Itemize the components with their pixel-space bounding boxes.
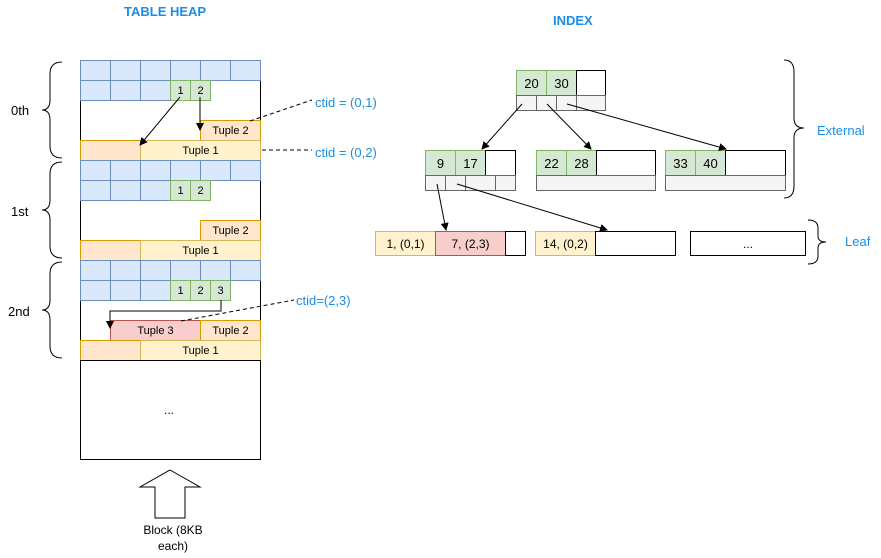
tuple-cell: Tuple 2 bbox=[200, 120, 261, 141]
tree-arrow bbox=[456, 183, 608, 232]
block-up-arrow bbox=[138, 469, 202, 519]
empty-block-ellipsis: ... bbox=[164, 403, 175, 417]
block-label-0: 0th bbox=[11, 103, 30, 118]
index-pointer bbox=[536, 175, 656, 191]
line-pointer-cell bbox=[230, 60, 261, 81]
block-brace-2 bbox=[41, 261, 63, 359]
block-size-note: Block (8KB each) bbox=[143, 523, 203, 553]
index-key: 17 bbox=[455, 150, 486, 176]
index-key: 22 bbox=[536, 150, 567, 176]
line-pointer-slot: 2 bbox=[190, 280, 211, 301]
index-key: 28 bbox=[566, 150, 597, 176]
line-pointer-cell bbox=[230, 260, 261, 281]
line-pointer-cell bbox=[230, 160, 261, 181]
tuple-cell: Tuple 3 bbox=[110, 320, 201, 341]
leaf-entry: 14, (0,2) bbox=[535, 231, 596, 256]
leaf-entry: 7, (2,3) bbox=[435, 231, 506, 256]
tree-arrow bbox=[481, 103, 523, 150]
external-brace bbox=[783, 59, 805, 199]
lp-arrow-1 bbox=[139, 96, 181, 146]
index-key: 30 bbox=[546, 70, 577, 96]
tuple-cell: Tuple 1 bbox=[140, 340, 261, 361]
index-key-empty bbox=[725, 150, 786, 176]
leaf-label: Leaf bbox=[845, 234, 871, 249]
line-pointer-slot: 2 bbox=[190, 180, 211, 201]
lp-arrow-3 bbox=[106, 300, 222, 329]
leaf-entry-empty bbox=[595, 231, 676, 256]
leaf-entry: 1, (0,1) bbox=[375, 231, 436, 256]
index-pointer bbox=[665, 175, 786, 191]
index-pointer bbox=[495, 175, 516, 191]
index-title: INDEX bbox=[553, 13, 593, 28]
tree-arrow bbox=[546, 103, 592, 150]
leaf-entry: ... bbox=[690, 231, 806, 256]
block-brace-1 bbox=[41, 161, 63, 259]
index-key-empty bbox=[576, 70, 606, 96]
index-key-empty bbox=[596, 150, 656, 176]
index-key: 20 bbox=[516, 70, 547, 96]
ctid-label: ctid=(2,3) bbox=[296, 293, 351, 308]
block-brace-0 bbox=[41, 61, 63, 159]
leaf-entry-empty bbox=[505, 231, 526, 256]
tree-arrow bbox=[436, 183, 449, 231]
ctid-label: ctid = (0,2) bbox=[315, 145, 377, 160]
tree-arrow bbox=[566, 103, 727, 151]
leaf-brace bbox=[807, 219, 827, 265]
heap-title: TABLE HEAP bbox=[124, 4, 207, 19]
ctid-label: ctid = (0,1) bbox=[315, 95, 377, 110]
block-label-2: 2nd bbox=[8, 304, 30, 319]
block-label-1: 1st bbox=[11, 204, 29, 219]
external-label: External bbox=[817, 123, 865, 138]
empty-block bbox=[80, 360, 261, 460]
